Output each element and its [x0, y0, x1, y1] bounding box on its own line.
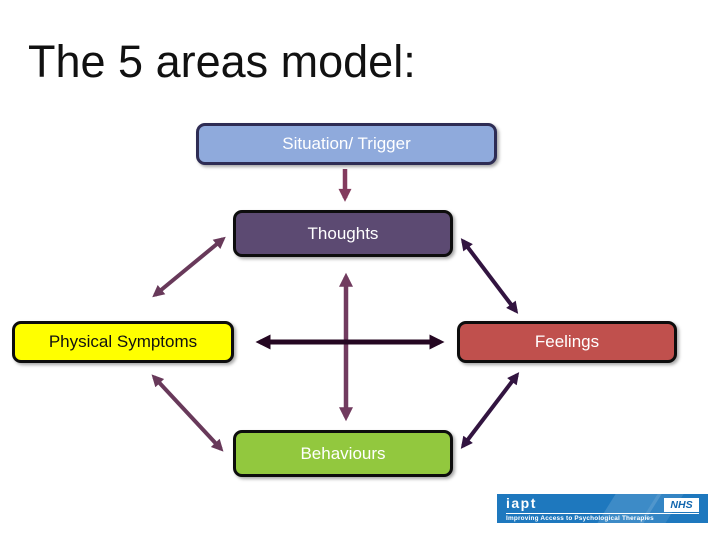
banner-divider-line: [506, 513, 699, 514]
node-feelings: Feelings: [457, 321, 677, 363]
node-behaviours-label: Behaviours: [300, 443, 386, 463]
iapt-logo-text: iapt: [506, 495, 537, 511]
node-feelings-label: Feelings: [534, 332, 600, 351]
arrow-physical-behaviours-diagonal: [151, 374, 224, 452]
node-situation-trigger-label: Situation/ Trigger: [282, 134, 411, 153]
node-thoughts: Thoughts: [233, 210, 453, 257]
nhs-logo: NHS: [664, 498, 699, 512]
node-physical-symptoms-label: Physical Symptoms: [48, 332, 198, 351]
node-thoughts-label: Thoughts: [307, 223, 379, 243]
iapt-banner: iapt Improving Access to Psychological T…: [497, 494, 708, 523]
arrow-thoughts-physical-diagonal: [152, 236, 226, 298]
node-behaviours: Behaviours: [233, 430, 453, 477]
arrow-feelings-behaviours-diagonal: [460, 372, 520, 449]
page-title: The 5 areas model:: [28, 36, 416, 87]
iapt-tagline: Improving Access to Psychological Therap…: [506, 515, 654, 522]
arrow-thoughts-feelings-diagonal: [460, 238, 519, 314]
node-situation-trigger: Situation/ Trigger: [196, 123, 497, 165]
node-physical-symptoms: Physical Symptoms: [12, 321, 234, 363]
